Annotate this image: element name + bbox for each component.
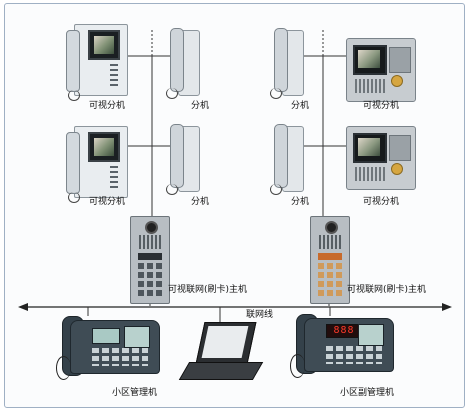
handset-unit-label-4: 分机 (291, 197, 310, 207)
handset-2 (270, 28, 304, 100)
network-line-label: 联网线 (246, 310, 274, 320)
video-monitor-2 (346, 126, 416, 190)
area-sub-manager-label: 小区副管理机 (340, 388, 395, 398)
laptop-computer (178, 322, 264, 384)
handset-3 (166, 124, 200, 196)
handset-unit-label-3: 分机 (191, 197, 210, 207)
handset-4 (270, 124, 304, 196)
video-unit-label-4: 可视分机 (363, 197, 400, 207)
video-unit-label-2: 可视分机 (363, 101, 400, 111)
console-led-display: 888 (326, 324, 362, 338)
sub-management-console: 888 (290, 314, 396, 378)
main-unit-label-right: 可视联网(刷卡)主机 (347, 285, 427, 295)
door-station-right (310, 216, 350, 304)
handset-unit-label-2: 分机 (291, 101, 310, 111)
area-manager-label: 小区管理机 (112, 388, 158, 398)
indoor-video-phone-1 (66, 24, 128, 101)
handset-unit-label-1: 分机 (191, 101, 210, 111)
main-unit-label-left: 可视联网(刷卡)主机 (168, 285, 248, 295)
video-unit-label-3: 可视分机 (89, 197, 126, 207)
handset-1 (166, 28, 200, 100)
video-unit-label-1: 可视分机 (89, 101, 126, 111)
indoor-video-phone-2 (66, 126, 128, 203)
door-station-left (130, 216, 170, 304)
video-monitor-1 (346, 38, 416, 102)
management-console (56, 316, 162, 380)
